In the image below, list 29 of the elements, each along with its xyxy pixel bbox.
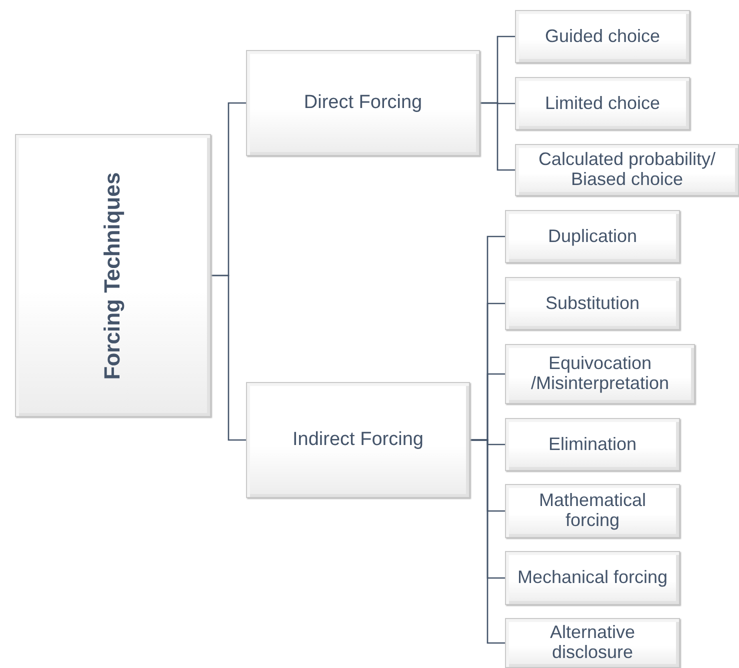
connector-line (470, 439, 505, 644)
node-label: Elimination (548, 434, 637, 454)
node-label: Calculated probability/ Biased choice (537, 150, 717, 190)
technique-box (515, 77, 690, 130)
node-label: Substitution (545, 294, 640, 314)
root-box (15, 134, 211, 417)
technique-box (505, 551, 680, 605)
connector-line (211, 274, 246, 441)
node-label: Duplication (548, 226, 638, 246)
technique-box (505, 277, 680, 330)
technique-box (505, 618, 680, 668)
technique-box (505, 418, 680, 471)
node-label: Direct Forcing (304, 92, 422, 114)
technique-box (505, 210, 680, 263)
technique-box (515, 144, 739, 196)
node-label: Forcing Techniques (100, 172, 126, 380)
category-box (246, 50, 480, 156)
node-label: Alternative disclosure (548, 623, 636, 663)
category-box (246, 382, 470, 498)
node-label: Indirect Forcing (292, 429, 424, 451)
node-label: Limited choice (544, 94, 660, 114)
node-label: Mathematical forcing (538, 491, 648, 531)
node-label: Mechanical forcing (517, 568, 668, 588)
technique-box (515, 10, 690, 63)
node-label: Equivocation /Misinterpretation (530, 354, 670, 394)
technique-box (505, 484, 680, 538)
technique-box (505, 344, 695, 404)
connector-line (480, 102, 515, 171)
node-label: Guided choice (544, 26, 660, 46)
